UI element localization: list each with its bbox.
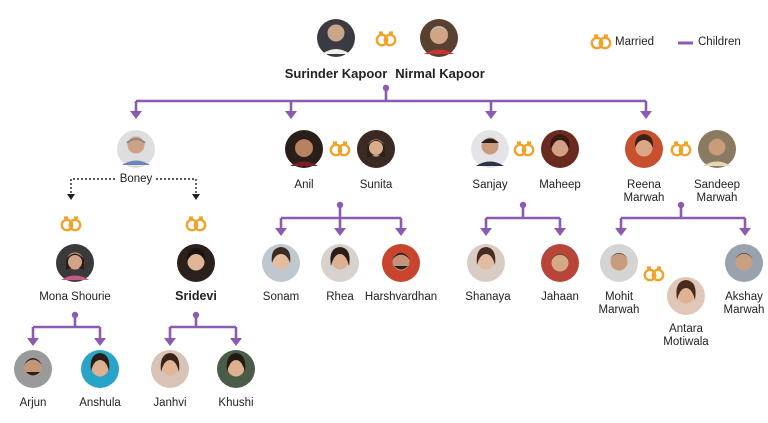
name-sonam: Sonam (262, 291, 300, 303)
connector-dots (71, 84, 685, 319)
portrait-boney-icon (117, 130, 155, 168)
name-anshula: Anshula (79, 397, 121, 409)
portrait-sanjay-icon (471, 130, 509, 168)
portrait-mona-icon (56, 244, 94, 282)
name-boney: Boney (119, 173, 153, 185)
portrait-janhvi-icon (151, 350, 189, 388)
name-maheep: Maheep (539, 179, 581, 191)
portrait-shanaya-icon (467, 244, 505, 282)
name-shanaya: Shanaya (465, 291, 511, 303)
name-khushi: Khushi (218, 397, 254, 409)
portrait-rhea-icon (321, 244, 359, 282)
name-reena: Reena Marwah (623, 179, 665, 204)
portrait-anil-icon (285, 130, 323, 168)
portrait-arjun-icon (14, 350, 52, 388)
name-sunita: Sunita (359, 179, 393, 191)
name-rhea: Rhea (326, 291, 354, 303)
name-surinder: Surinder Kapoor (284, 66, 388, 81)
name-sridevi: Sridevi (175, 289, 217, 303)
legend-married-label: Married (615, 36, 654, 48)
legend-ring-icon (590, 33, 612, 50)
portrait-reena-icon (625, 130, 663, 168)
portrait-jahaan-icon (541, 244, 579, 282)
legend (590, 33, 693, 50)
portrait-mohit-icon (600, 244, 638, 282)
portrait-surinder-icon (317, 19, 355, 57)
portrait-maheep-icon (541, 130, 579, 168)
portrait-sunita-icon (357, 130, 395, 168)
portrait-khushi-icon (217, 350, 255, 388)
name-nirmal: Nirmal Kapoor (395, 66, 485, 81)
name-mona: Mona Shourie (39, 291, 111, 303)
portrait-nirmal-icon (420, 19, 458, 57)
name-akshay: Akshay Marwah (723, 291, 765, 316)
portrait-anshula-icon (81, 350, 119, 388)
portrait-akshay-icon (725, 244, 763, 282)
legend-children-label: Children (698, 36, 741, 48)
name-mohit: Mohit Marwah (598, 291, 640, 316)
name-arjun: Arjun (19, 397, 47, 409)
name-harshvardhan: Harshvardhan (364, 291, 438, 303)
boney-dotted-connectors (70, 178, 197, 195)
name-sandeep: Sandeep Marwah (693, 179, 741, 204)
children-connectors (31, 88, 747, 340)
name-sanjay: Sanjay (472, 179, 508, 191)
name-jahaan: Jahaan (541, 291, 579, 303)
portrait-harshvardhan-icon (382, 244, 420, 282)
name-anil: Anil (294, 179, 314, 191)
portrait-sandeep-icon (698, 130, 736, 168)
connector-arrows (27, 111, 751, 346)
portraits (14, 19, 763, 388)
portrait-sonam-icon (262, 244, 300, 282)
dotted-arrows (67, 194, 200, 200)
name-antara: Antara Motiwala (663, 323, 709, 348)
portrait-antara-icon (667, 277, 705, 315)
name-janhvi: Janhvi (153, 397, 187, 409)
portrait-sridevi-icon (177, 244, 215, 282)
